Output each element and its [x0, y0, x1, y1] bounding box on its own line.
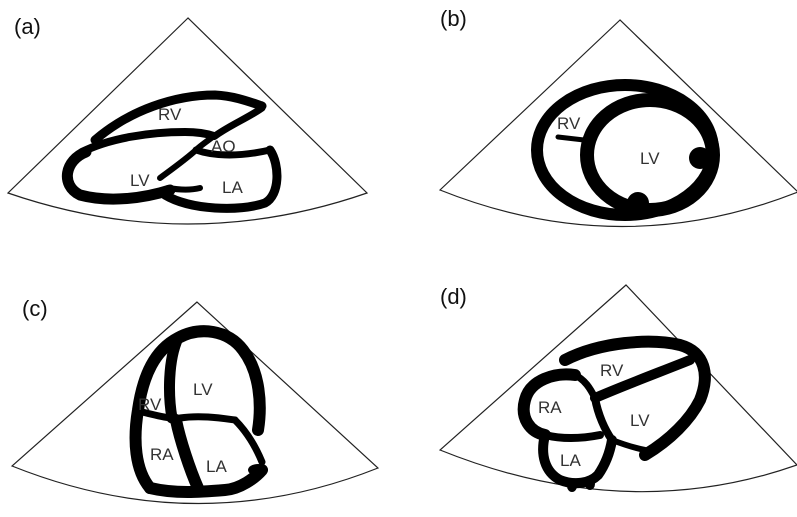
panel-b: (b) RV LV	[438, 6, 797, 228]
interventricular-septum	[78, 128, 218, 156]
la-wall	[538, 430, 617, 489]
panel-c-ra-label: RA	[150, 445, 174, 464]
atrial-base-wall	[144, 464, 268, 498]
tricuspid-valve	[571, 371, 599, 402]
panel-d-lv-label: LV	[630, 411, 650, 430]
aorta-posterior-wall	[192, 146, 274, 159]
pulmonary-vein	[248, 464, 268, 476]
papillary-muscle-posteromedial	[627, 192, 649, 214]
panel-c-label: (c)	[22, 296, 48, 321]
pulmonary-vein-right	[585, 478, 595, 490]
interatrial-septum	[170, 414, 204, 494]
la-lateral-wall	[231, 416, 266, 466]
panel-d-rv-label: RV	[600, 361, 624, 380]
panel-b-heart	[531, 79, 720, 221]
panel-c: (c) LV RV RA LA	[10, 296, 380, 505]
lv-posterior-wall	[61, 146, 176, 205]
panel-d-heart	[517, 335, 711, 492]
rv-free-wall	[559, 335, 711, 461]
panel-a-ao-label: AO	[211, 137, 236, 156]
panel-b-rv-label: RV	[557, 114, 581, 133]
panel-c-la-label: LA	[206, 457, 227, 476]
mitral-leaflet-posterior	[165, 185, 203, 193]
aortic-root-wall	[211, 104, 266, 140]
panel-a: (a) RV AO LV LA	[6, 14, 369, 225]
panel-a-heart	[61, 90, 282, 213]
mitral-annulus	[176, 413, 239, 424]
panel-a-la-label: LA	[222, 178, 243, 197]
panel-a-rv-label: RV	[158, 105, 182, 124]
pulmonary-vein-left	[567, 480, 577, 492]
tricuspid-annulus	[138, 408, 176, 422]
interventricular-septum	[590, 355, 695, 403]
interventricular-septum	[164, 332, 184, 424]
panel-c-heart	[129, 325, 268, 498]
panel-a-lv-label: LV	[130, 171, 150, 190]
rv-anterior-wall	[90, 90, 267, 145]
lv-myocardium-ring	[580, 93, 720, 217]
panel-d: (d) RV RA LV LA	[438, 284, 797, 493]
mitral-valve	[609, 437, 648, 453]
panel-c-rv-label: RV	[138, 395, 162, 414]
rv-trabeculation	[555, 134, 587, 143]
papillary-muscle-anterolateral	[689, 147, 711, 169]
panel-c-lv-label: LV	[193, 380, 213, 399]
tricuspid-annulus	[541, 431, 604, 442]
aortic-valve	[193, 133, 217, 153]
panel-d-la-label: LA	[560, 451, 581, 470]
panel-a-sector	[6, 17, 369, 225]
ra-wall	[517, 368, 581, 441]
panel-d-ra-label: RA	[538, 398, 562, 417]
la-wall	[160, 145, 282, 213]
panel-a-label: (a)	[14, 14, 41, 39]
panel-c-sector	[10, 301, 380, 505]
panel-b-lv-label: LV	[640, 149, 660, 168]
panel-b-label: (b)	[440, 6, 467, 31]
mitral-leaflet-anterior	[157, 147, 199, 181]
panel-d-label: (d)	[440, 284, 467, 309]
